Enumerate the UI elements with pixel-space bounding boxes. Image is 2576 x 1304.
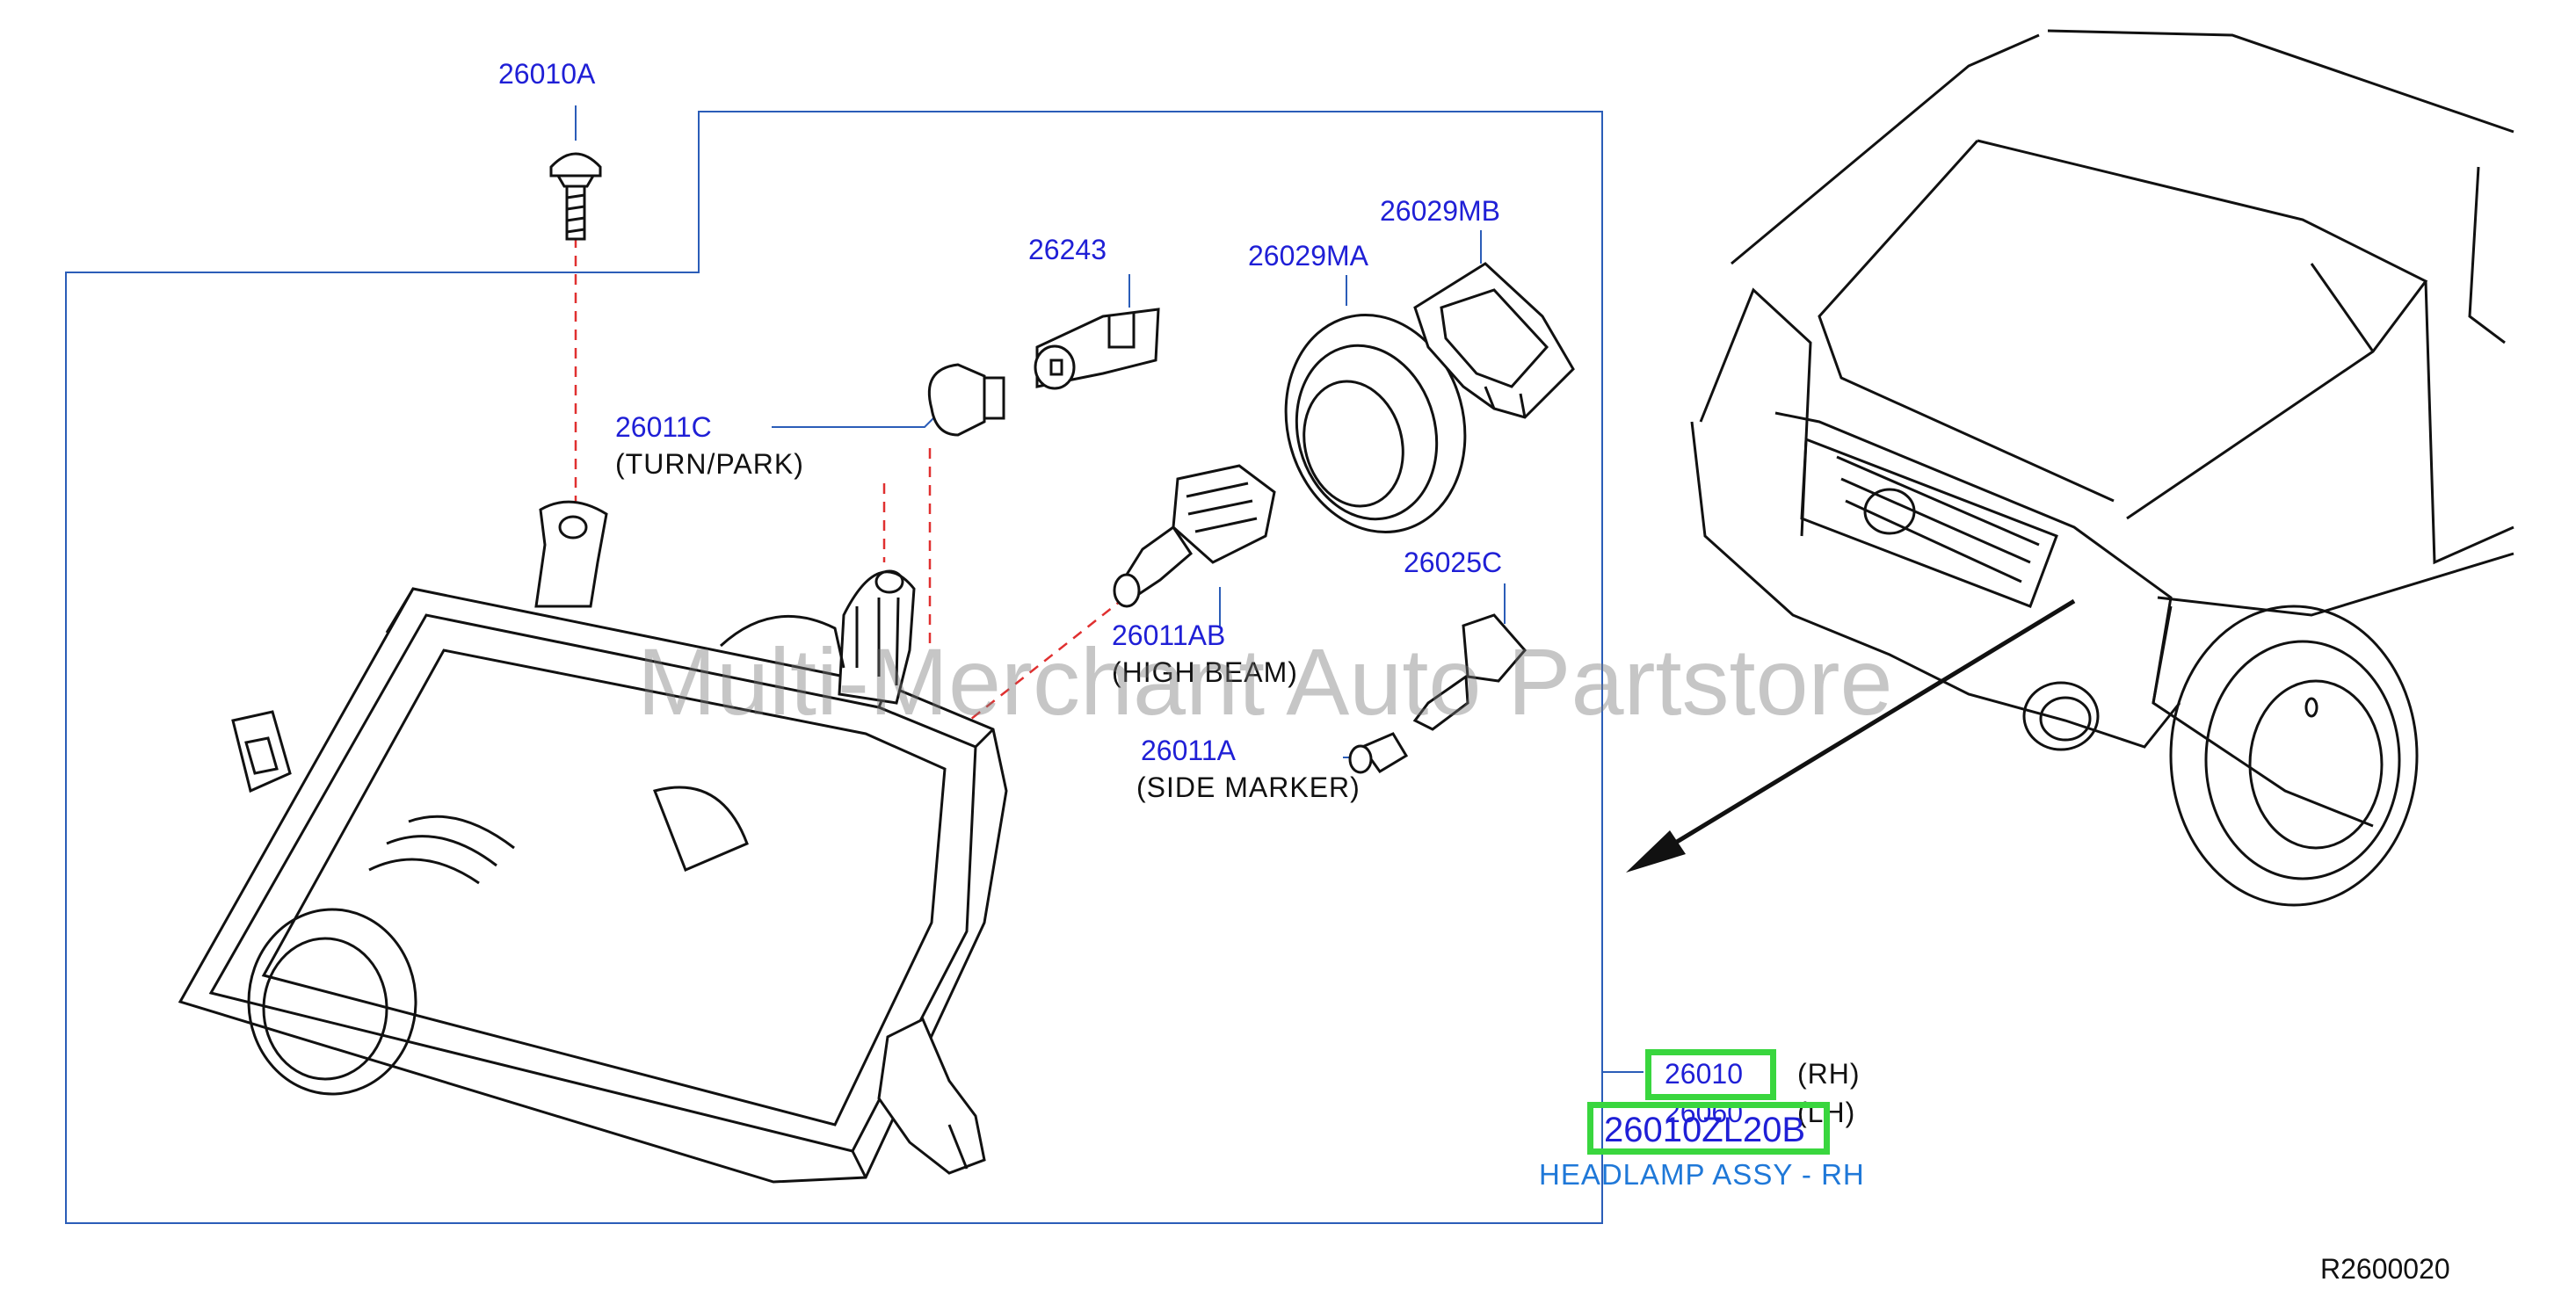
pointer-arrow	[1626, 598, 2076, 873]
callout-assy-rh-side: (RH)	[1797, 1058, 1861, 1090]
bolt-drawing	[549, 152, 602, 241]
callout-highbeam-bulb[interactable]: 26011AB	[1112, 619, 1226, 651]
callout-bolt[interactable]: 26010A	[498, 58, 596, 90]
turn-bulb-drawing	[927, 308, 1160, 437]
callout-socket[interactable]: 26243	[1028, 234, 1107, 265]
callout-highbeam-desc: (HIGH BEAM)	[1112, 656, 1298, 688]
diagram-reference: R2600020	[2320, 1253, 2450, 1285]
vehicle-outline	[1690, 29, 2514, 907]
callout-turn-bulb-desc: (TURN/PARK)	[615, 448, 804, 480]
highbeam-bulb-drawing	[1113, 464, 1276, 608]
callout-marker-bulb[interactable]: 26011A	[1141, 735, 1236, 766]
leader-turn	[772, 417, 934, 428]
retainer-drawing	[1413, 262, 1575, 419]
highlight-box-assy-rh	[1645, 1049, 1776, 1100]
callout-assy-rh[interactable]: 26010	[1665, 1058, 1743, 1090]
assembly-frame	[65, 111, 1603, 1224]
seal-drawing	[1284, 314, 1467, 533]
highlight-box-selected-part	[1587, 1102, 1830, 1155]
callout-seal[interactable]: 26029MA	[1248, 240, 1368, 272]
marker-drawing	[1348, 613, 1527, 774]
selected-part-number[interactable]: 26010ZL20B	[1604, 1111, 1806, 1149]
selected-part-name: HEADLAMP ASSY - RH	[1539, 1158, 1865, 1191]
highbeam-leader	[957, 597, 1126, 730]
callout-turn-bulb[interactable]: 26011C	[615, 411, 712, 443]
callout-marker-desc: (SIDE MARKER)	[1136, 772, 1361, 803]
headlamp-housing	[178, 500, 1008, 1184]
callout-retainer[interactable]: 26029MB	[1380, 195, 1500, 227]
callout-marker-socket[interactable]: 26025C	[1404, 547, 1503, 578]
